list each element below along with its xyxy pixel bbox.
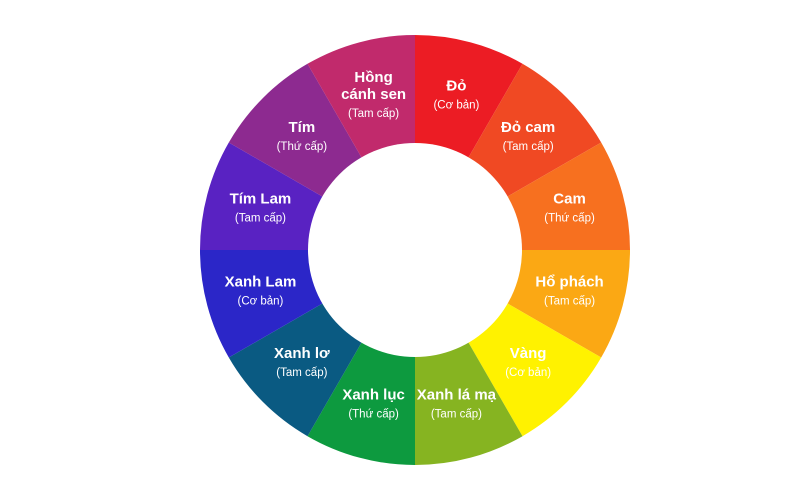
color-wheel-labels: Đỏ (Cơ bản) Đỏ cam (Tam cấp) Cam (Thứ cấp) Hổ … bbox=[225, 69, 604, 421]
segment-type: (Cơ bản) bbox=[505, 367, 551, 379]
segment-type: (Thứ cấp) bbox=[544, 213, 595, 225]
segment-xanh-lo bbox=[228, 302, 363, 437]
label-tim-lam: Tím Lam (Tam cấp) bbox=[230, 191, 292, 225]
label-ho-phach: Hổ phách (Tam cấp) bbox=[535, 273, 603, 307]
segment-type: (Tam cấp) bbox=[431, 409, 482, 421]
label-xanh-la-ma: Xanh lá mạ (Tam cấp) bbox=[417, 387, 497, 421]
segment-name: Đỏ cam bbox=[501, 119, 555, 136]
segment-type: (Cơ bản) bbox=[433, 99, 479, 111]
label-xanh-luc: Xanh lục (Thứ cấp) bbox=[342, 387, 405, 421]
segment-name: Tím Lam bbox=[230, 191, 292, 208]
label-tim: Tím (Thứ cấp) bbox=[277, 119, 328, 153]
segment-name: cánh sen bbox=[341, 86, 406, 103]
segment-xanh-luc bbox=[307, 340, 415, 465]
segment-name: Vàng bbox=[510, 345, 547, 362]
label-xanh-lam: Xanh Lam (Cơ bản) bbox=[225, 273, 297, 307]
segment-name: Cam bbox=[553, 191, 586, 208]
label-do-cam: Đỏ cam (Tam cấp) bbox=[501, 119, 555, 153]
wheel-center-hole bbox=[308, 143, 522, 357]
label-cam: Cam (Thứ cấp) bbox=[544, 191, 595, 225]
segment-do-cam bbox=[467, 63, 602, 198]
segment-name: Xanh Lam bbox=[225, 273, 297, 290]
segment-type: (Tam cấp) bbox=[503, 141, 554, 153]
color-wheel-segments bbox=[200, 35, 630, 465]
segment-type: (Cơ bản) bbox=[238, 295, 284, 307]
segment-name: Hồng bbox=[354, 69, 392, 86]
segment-xanh-la-ma bbox=[415, 340, 523, 465]
segment-type: (Tam cấp) bbox=[544, 295, 595, 307]
segment-name: Tím bbox=[289, 119, 316, 136]
segment-name: Xanh lục bbox=[342, 387, 405, 404]
segment-type: (Tam cấp) bbox=[348, 108, 399, 120]
segment-type: (Tam cấp) bbox=[276, 367, 327, 379]
segment-type: (Tam cấp) bbox=[235, 213, 286, 225]
segment-vang bbox=[467, 302, 602, 437]
segment-tim bbox=[228, 63, 363, 198]
segment-name: Hổ phách bbox=[535, 273, 603, 290]
segment-name: Đỏ bbox=[446, 77, 466, 94]
segment-ho-phach bbox=[505, 250, 630, 358]
label-do: Đỏ (Cơ bản) bbox=[433, 77, 479, 111]
segment-hong-canh-sen bbox=[307, 35, 415, 160]
label-vang: Vàng (Cơ bản) bbox=[505, 345, 551, 379]
segment-type: (Thứ cấp) bbox=[348, 409, 399, 421]
segment-cam bbox=[505, 142, 630, 250]
segment-tim-lam bbox=[200, 142, 325, 250]
segment-type: (Thứ cấp) bbox=[277, 141, 328, 153]
segment-do bbox=[415, 35, 523, 160]
segment-xanh-lam bbox=[200, 250, 325, 358]
label-xanh-lo: Xanh lơ (Tam cấp) bbox=[274, 345, 330, 379]
segment-name: Xanh lá mạ bbox=[417, 387, 497, 404]
segment-name: Xanh lơ bbox=[274, 345, 330, 362]
